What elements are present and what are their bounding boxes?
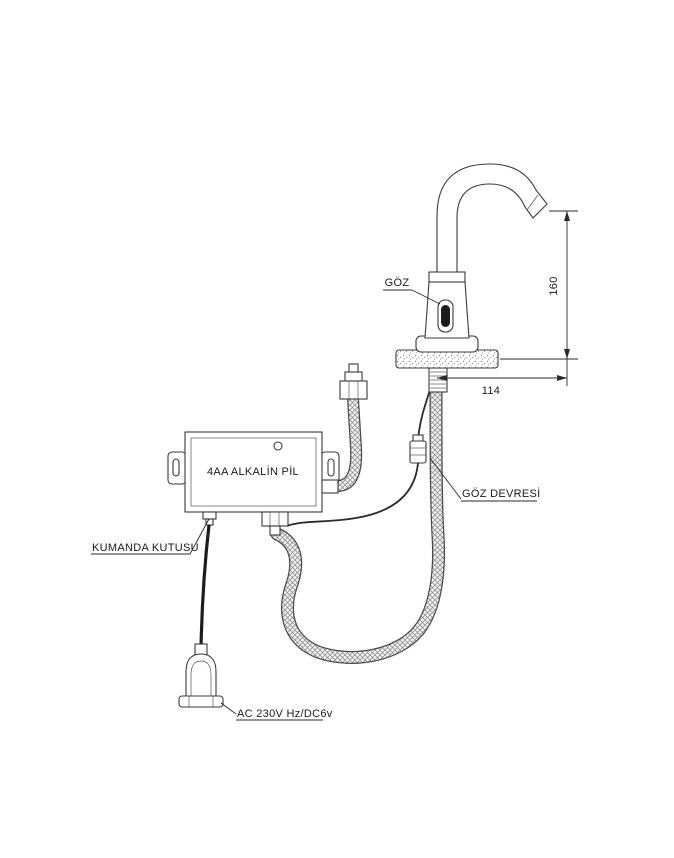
box-hose-port (321, 479, 339, 494)
box-led-hole (273, 441, 283, 451)
callout-power: AC 230V Hz/DC6v (220, 702, 333, 721)
battery-label: 4AA ALKALİN PİL (207, 465, 299, 478)
callout-sensor: GÖZ (383, 277, 441, 305)
cable-connector (409, 434, 427, 464)
mounting-ear-right (320, 451, 340, 485)
dimension-114: 114 (437, 359, 568, 397)
power-plug (178, 643, 224, 708)
sensor-circuit-label: GÖZ DEVRESİ (462, 487, 540, 500)
supply-hose-main (270, 385, 446, 664)
dim-114-value: 114 (482, 385, 500, 397)
mounting-plate (395, 349, 499, 369)
sensor-window (437, 299, 454, 333)
dim-160-value: 160 (548, 276, 560, 295)
power-label: AC 230V Hz/DC6v (237, 708, 333, 720)
control-box: 4AA ALKALİN PİL (167, 431, 340, 536)
faucet-spout (436, 163, 548, 273)
callout-control-box: KUMANDA KUTUSU (91, 518, 210, 555)
inlet-fitting (339, 363, 368, 400)
box-hose-connector (261, 511, 289, 536)
box-cord-fitting (202, 511, 217, 526)
supply-hose-top (331, 393, 363, 492)
callout-sensor-circuit: GÖZ DEVRESİ (429, 457, 540, 502)
dimension-160: 160 (500, 210, 578, 360)
faucet (395, 163, 548, 393)
sensor-label: GÖZ (385, 277, 410, 289)
control-box-label: KUMANDA KUTUSU (92, 542, 199, 554)
spout-tip-ring (526, 194, 539, 211)
mounting-ear-left (167, 451, 187, 485)
power-cord (199, 524, 211, 649)
faucet-collar (428, 271, 466, 283)
